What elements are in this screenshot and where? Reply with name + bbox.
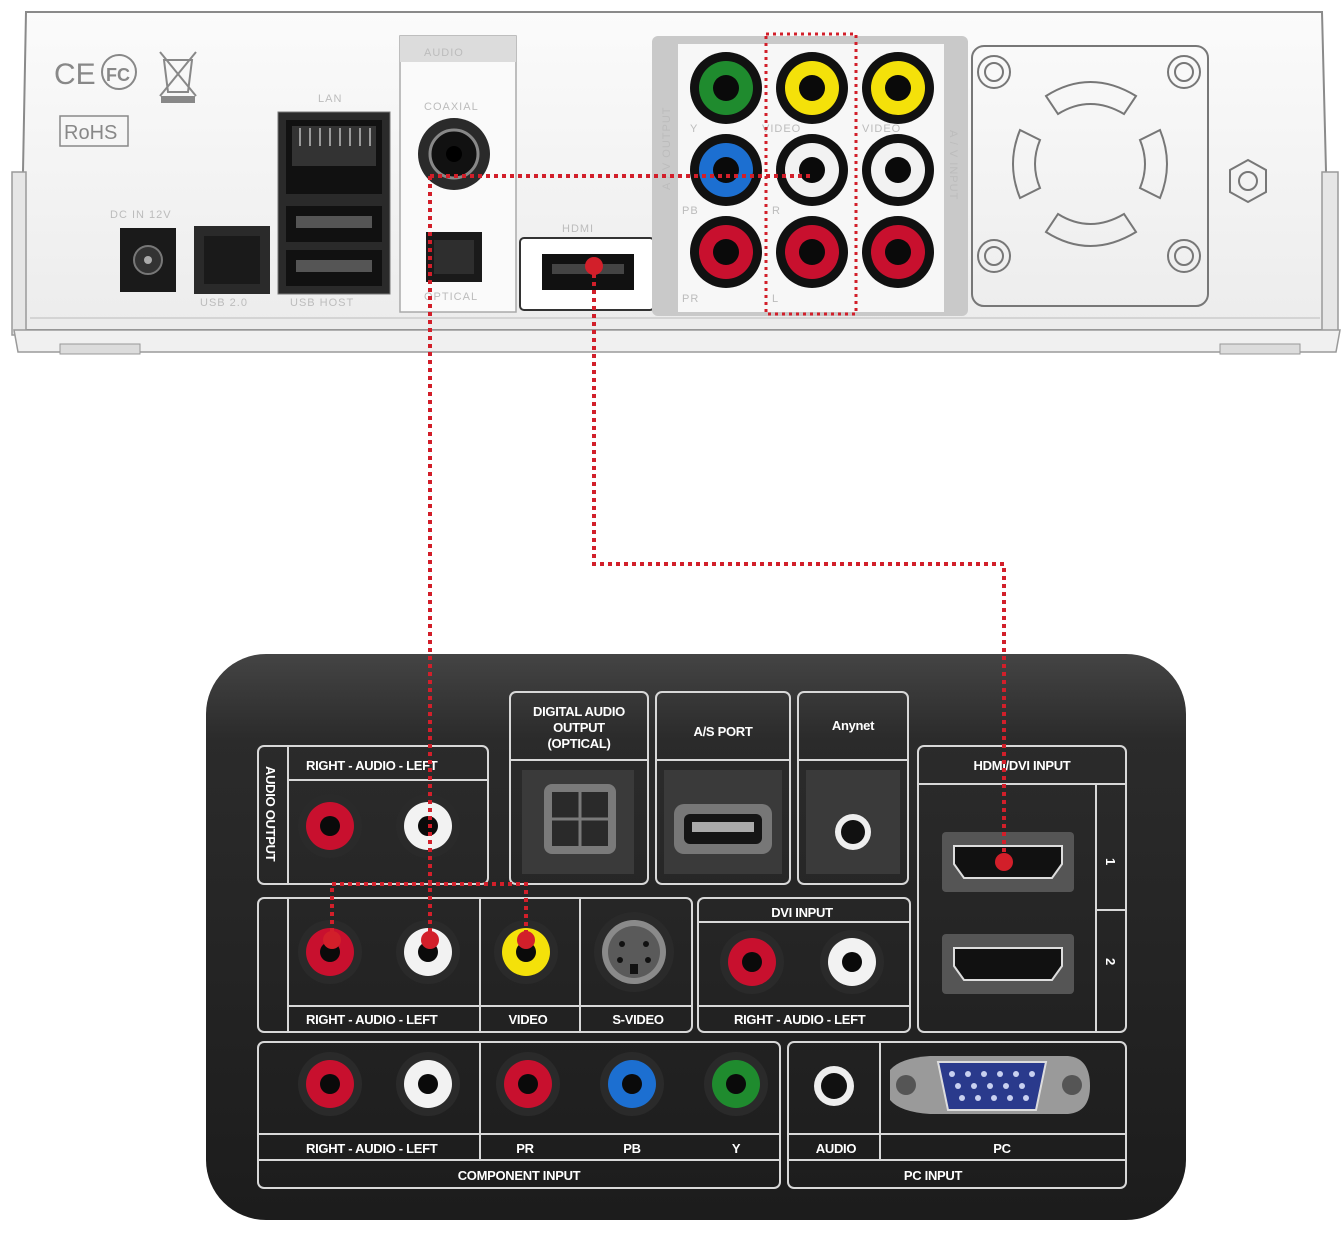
l-label: L — [772, 293, 779, 305]
cable-paths — [330, 174, 1006, 940]
device-video-out-jack — [776, 52, 848, 124]
av-jacks-group — [690, 52, 934, 288]
tv-av-bridge-cable — [330, 882, 528, 940]
device-pr-jack — [690, 216, 762, 288]
anynet-label: Anynet — [832, 718, 875, 733]
pc-label: PC — [993, 1141, 1011, 1156]
audio-output-label: AUDIO OUTPUT — [263, 766, 278, 862]
digital-audio-label-2: OUTPUT — [553, 720, 605, 735]
video-label: VIDEO — [762, 123, 801, 135]
component-input-label: COMPONENT INPUT — [458, 1168, 581, 1183]
anynet-box — [797, 691, 909, 885]
selected-jacks-highlight — [764, 32, 858, 316]
component-rl-label: RIGHT - AUDIO - LEFT — [306, 1141, 438, 1156]
tv-as-port — [664, 770, 782, 874]
hdmi-1-label: 1 — [1103, 858, 1118, 865]
tv-component-pb-jack — [600, 1052, 664, 1116]
av-output-label: A / V OUTPUT — [661, 106, 673, 190]
tv-av-audio-left-jack — [396, 920, 460, 984]
av-input-box — [257, 897, 693, 1033]
tv-dvi-audio-right-jack — [720, 930, 784, 994]
dvi-rl-label: RIGHT - AUDIO - LEFT — [734, 1012, 866, 1027]
pb-label: PB — [682, 205, 699, 217]
tv-component-audio-right-jack — [298, 1052, 362, 1116]
av-input-label: A / V INPUT — [947, 130, 959, 200]
tv-rear-panel: AUDIO OUTPUT RIGHT - AUDIO - LEFT DIGITA… — [206, 654, 1186, 1220]
as-port-box — [655, 691, 791, 885]
y-label: Y — [690, 123, 698, 135]
dvi-input-box — [697, 897, 911, 1033]
rohs-logo: RoHS — [64, 122, 117, 144]
device-y-jack — [690, 52, 762, 124]
dc-in-label: DC IN 12V — [110, 209, 172, 221]
lan-label: LAN — [318, 93, 342, 105]
tv-optical-port — [522, 770, 634, 874]
tv-anynet-jack — [806, 770, 900, 874]
fan-grille — [971, 45, 1209, 307]
digital-audio-label-3: (OPTICAL) — [547, 736, 610, 751]
digital-audio-box — [509, 691, 649, 885]
coaxial-label: COAXIAL — [424, 101, 479, 113]
pc-input-label: PC INPUT — [904, 1168, 963, 1183]
component-input-box — [257, 1041, 781, 1189]
tv-component-audio-left-jack — [396, 1052, 460, 1116]
video-in-label: VIDEO — [862, 123, 901, 135]
tv-hdmi-port-2 — [942, 934, 1074, 994]
hdmi-cable — [592, 266, 1006, 862]
device-audio-r-in-jack — [862, 134, 934, 206]
pr-label: PR — [682, 293, 699, 305]
tv-s-video-jack — [594, 912, 674, 992]
fan-symbol-icon — [1229, 158, 1267, 204]
device-pb-jack — [690, 134, 762, 206]
fc-logo: FC — [106, 65, 130, 85]
tv-audio-out-right-jack — [298, 794, 362, 858]
tv-pc-audio-jack — [814, 1066, 854, 1106]
video-label-tv: VIDEO — [509, 1012, 548, 1027]
tv-vga-port — [890, 1056, 1090, 1114]
hdmi-label: HDMI — [562, 223, 594, 235]
tv-video-jack — [494, 920, 558, 984]
digital-audio-label-1: DIGITAL AUDIO — [533, 704, 625, 719]
pr-label-tv: PR — [516, 1141, 534, 1156]
hdmi-dvi-box — [917, 745, 1127, 1033]
y-label-tv: Y — [732, 1141, 741, 1156]
as-port-label: A/S PORT — [694, 724, 753, 739]
tv-component-y-jack — [704, 1052, 768, 1116]
device-audio-r-out-jack — [776, 134, 848, 206]
audio-block-label: AUDIO — [424, 47, 464, 59]
s-video-label: S-VIDEO — [612, 1012, 664, 1027]
pc-input-box — [787, 1041, 1127, 1189]
device-audio-l-out-jack — [776, 216, 848, 288]
usb-host-label: USB HOST — [290, 297, 354, 309]
hdmi-dvi-input-label: HDMI/DVI INPUT — [974, 758, 1071, 773]
ce-logo: CE — [54, 58, 96, 91]
r-label: R — [772, 205, 781, 217]
media-player-rear-panel: CE FC RoHS DC IN 12V USB 2.0 LAN — [11, 11, 1341, 355]
tv-dvi-audio-left-jack — [820, 930, 884, 994]
dvi-input-label: DVI INPUT — [771, 905, 833, 920]
pc-audio-label: AUDIO — [816, 1141, 857, 1156]
pb-label-tv: PB — [623, 1141, 640, 1156]
audio-output-rl-label: RIGHT - AUDIO - LEFT — [306, 758, 438, 773]
usb20-label: USB 2.0 — [200, 297, 248, 309]
optical-label: OPTICAL — [424, 291, 478, 303]
hdmi-2-label: 2 — [1103, 958, 1118, 965]
tv-av-audio-right-jack — [298, 920, 362, 984]
tv-component-pr-jack — [496, 1052, 560, 1116]
device-video-in-jack — [862, 52, 934, 124]
cable-endpoints — [323, 257, 1013, 949]
device-audio-l-in-jack — [862, 216, 934, 288]
weee-bin-icon — [159, 51, 197, 103]
av-input-rl-label: RIGHT - AUDIO - LEFT — [306, 1012, 438, 1027]
